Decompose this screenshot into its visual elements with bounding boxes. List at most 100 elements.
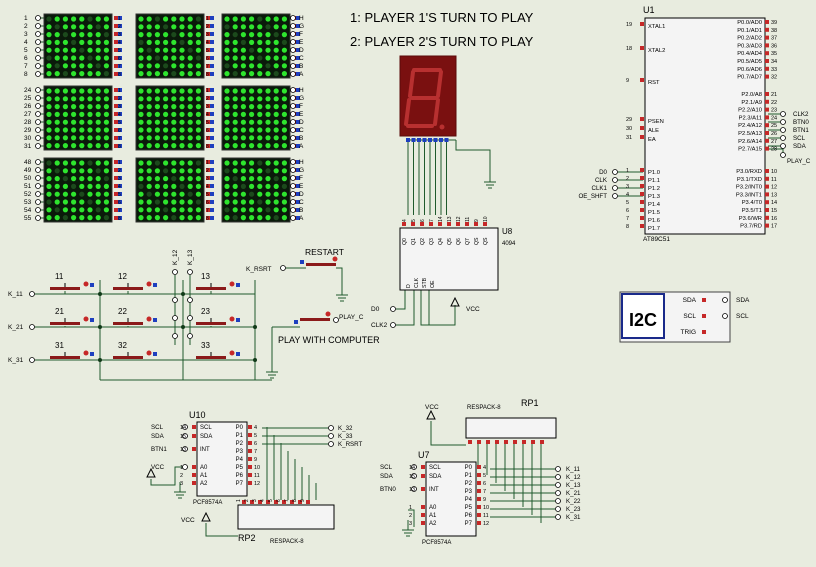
matrix-led	[79, 88, 85, 94]
matrix-led	[232, 96, 238, 102]
matrix-led	[265, 55, 271, 61]
matrix-led	[54, 191, 60, 197]
matrix-led	[79, 63, 85, 69]
matrix-led	[62, 215, 68, 221]
col-terminal	[290, 31, 296, 37]
matrix-pin-red	[114, 176, 118, 180]
matrix-pin-blue	[296, 176, 300, 180]
matrix-led	[281, 215, 287, 221]
matrix-led	[79, 71, 85, 77]
u10-pin-num: 2	[180, 473, 183, 479]
matrix-led	[146, 55, 152, 61]
switch-pin	[236, 283, 240, 287]
matrix-led	[249, 207, 255, 213]
matrix-led	[187, 199, 193, 205]
matrix-led	[179, 104, 185, 110]
matrix-led	[257, 71, 263, 77]
matrix-led	[195, 119, 201, 125]
matrix-led	[249, 160, 255, 166]
matrix-led	[163, 71, 169, 77]
matrix-led	[232, 143, 238, 149]
u1-left-pin-num: 29	[626, 117, 632, 123]
matrix-pin-red	[206, 168, 210, 172]
matrix-pin-blue	[118, 32, 122, 36]
matrix-led	[195, 31, 201, 38]
matrix-led	[103, 47, 109, 53]
col-mid-term	[187, 297, 193, 303]
matrix-led	[79, 16, 85, 22]
matrix-led	[62, 160, 68, 166]
u1-right-pin-num: 21	[771, 92, 777, 98]
matrix-led	[232, 183, 238, 189]
matrix-led	[54, 16, 60, 22]
u1-right-pin-num: 37	[771, 36, 777, 42]
vcc-arrow	[450, 296, 460, 307]
matrix-led	[163, 199, 169, 205]
matrix-led	[103, 160, 109, 166]
u8-pin-marker	[438, 222, 442, 226]
u1-right-pin-name: P3.4/T0	[742, 200, 762, 206]
matrix-led	[154, 135, 160, 141]
matrix-led	[154, 96, 160, 102]
matrix-led	[87, 16, 93, 22]
matrix-led	[103, 16, 109, 22]
col-letter: A	[299, 215, 304, 222]
u1-right-pin-num: 28	[771, 147, 777, 153]
switch-label: 12	[118, 272, 127, 281]
u1-p2-net: BTN0	[793, 119, 809, 126]
matrix-led	[163, 215, 169, 221]
matrix-led	[138, 104, 144, 110]
u10-net-terminal	[182, 424, 188, 430]
u1-left-pin-name: XTAL1	[648, 24, 665, 30]
matrix-led	[232, 168, 238, 174]
matrix-led	[240, 215, 246, 221]
matrix-led	[249, 96, 255, 102]
switch-body	[196, 287, 226, 290]
matrix-led	[273, 88, 279, 94]
matrix-led	[79, 111, 85, 117]
rp1-body	[465, 417, 557, 439]
u7-pin	[477, 505, 481, 509]
u1-left-pin-name: P1.3	[648, 194, 660, 200]
matrix-led	[46, 104, 52, 110]
u1-right-pin-name: P0.5/AD5	[737, 59, 762, 65]
matrix-led	[146, 215, 152, 221]
u7-right-pin-num: 11	[483, 513, 489, 519]
u10-right-pin: P0	[236, 425, 244, 431]
rp2-pin	[282, 500, 286, 504]
u8-top-pin-num: 13	[447, 216, 453, 222]
matrix-pin-red	[114, 32, 118, 36]
col-terminal	[290, 95, 296, 101]
matrix-pin-blue	[118, 64, 122, 68]
u1-left-pin-num: 8	[626, 224, 629, 230]
rp1-pin	[477, 440, 481, 444]
matrix-led	[265, 135, 271, 141]
matrix-led	[146, 119, 152, 125]
u7-right-pin: P0	[465, 465, 473, 471]
u7-pin-name: A2	[429, 521, 437, 527]
matrix-led	[257, 127, 263, 133]
matrix-pin-red	[206, 64, 210, 68]
matrix-led	[240, 63, 246, 69]
matrix-led	[273, 55, 279, 61]
matrix-led	[265, 88, 271, 94]
matrix-led	[249, 215, 255, 221]
matrix-pin-blue	[296, 16, 300, 20]
u1-p1-terminal	[612, 169, 618, 175]
matrix-led	[273, 47, 279, 53]
matrix-led	[240, 119, 246, 125]
matrix-led	[232, 39, 238, 46]
row-pin-number: 5	[24, 47, 28, 54]
matrix-led	[179, 24, 185, 30]
matrix-inner-num: 2	[118, 96, 121, 102]
matrix-led	[171, 143, 177, 149]
u1-right-pin-name: P0.1/AD1	[737, 28, 762, 34]
switch-pin	[153, 283, 157, 287]
u7-right-pin-num: 7	[483, 489, 486, 495]
matrix-led	[71, 111, 77, 117]
matrix-led	[195, 127, 201, 133]
matrix-led	[281, 96, 287, 102]
matrix-pin-red	[114, 56, 118, 60]
